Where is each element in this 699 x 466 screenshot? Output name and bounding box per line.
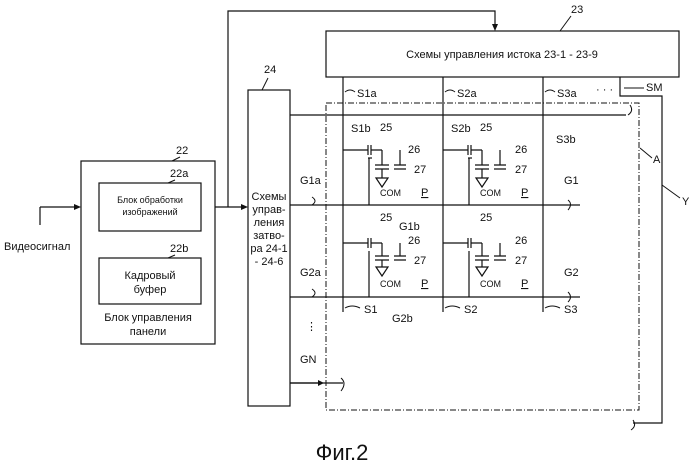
ref-27-a: 27 xyxy=(414,164,426,176)
panel-control-label-2: панели xyxy=(130,326,166,338)
panel-control-ref: 22 xyxy=(176,145,188,157)
com-label-a: COM xyxy=(380,188,401,198)
ref-27-d: 27 xyxy=(515,255,527,267)
gate-driver-line-5: ра 24-1 xyxy=(250,243,287,255)
source-driver-block: Схемы управления истока 23-1 - 23-9 23 xyxy=(326,4,679,77)
ref-27-c: 27 xyxy=(414,255,426,267)
label-s3b: S3b xyxy=(556,134,576,146)
ref-26-a: 26 xyxy=(408,144,420,156)
label-g2a: G2a xyxy=(300,267,322,279)
label-g2: G2 xyxy=(564,267,579,279)
pixel-label-a: P xyxy=(421,187,428,199)
label-s2b: S2b xyxy=(451,123,471,135)
label-s2a: S2a xyxy=(457,88,477,100)
source-driver-label: Схемы управления истока 23-1 - 23-9 xyxy=(406,49,598,61)
frame-buffer-line-2: буфер xyxy=(134,284,167,296)
label-g2b: G2b xyxy=(392,313,413,325)
com-label-b: COM xyxy=(480,188,501,198)
source-lines xyxy=(343,77,543,312)
gate-driver-line-1: Схемы xyxy=(252,191,287,203)
pixel-label-d: P xyxy=(521,278,528,290)
ref-26-c: 26 xyxy=(408,235,420,247)
sm-label: SM xyxy=(646,82,663,94)
image-processing-ref: 22a xyxy=(170,168,189,180)
source-driver-ref: 23 xyxy=(571,4,583,16)
ref-25-a: 25 xyxy=(380,122,392,134)
video-signal-label: Видеосигнал xyxy=(4,241,70,253)
figure-caption: Фиг.2 xyxy=(316,440,369,465)
frame-buffer-ref: 22b xyxy=(170,243,188,255)
gate-driver-line-2: управ- xyxy=(252,204,286,216)
ref-27-b: 27 xyxy=(515,164,527,176)
gate-driver-block: Схемы управ- ления затво- ра 24-1 - 24-6… xyxy=(248,64,290,406)
panel-control-label-1: Блок управления xyxy=(104,312,192,324)
image-processing-line-2: изображений xyxy=(122,207,177,217)
sm-loop xyxy=(620,77,662,423)
gate-driver-line-3: ления xyxy=(254,217,285,229)
label-s2: S2 xyxy=(464,304,477,316)
label-s3: S3 xyxy=(564,304,577,316)
label-gn: GN xyxy=(300,354,317,366)
loop-ref: Y xyxy=(682,196,690,208)
pixel-label-b: P xyxy=(521,187,528,199)
ref-25-c: 25 xyxy=(380,212,392,224)
dots-h: · · · xyxy=(596,84,613,96)
gate-driver-line-4: затво- xyxy=(253,230,285,242)
com-label-c: COM xyxy=(380,279,401,289)
image-processing-line-1: Блок обработки xyxy=(117,195,183,205)
com-label-d: COM xyxy=(480,279,501,289)
ref-26-d: 26 xyxy=(515,235,527,247)
panel-control-block: 22 Блок обработки изображений 22a Кадров… xyxy=(81,145,215,344)
label-s1a: S1a xyxy=(357,88,377,100)
label-s1b: S1b xyxy=(351,123,371,135)
pixel-label-c: P xyxy=(421,278,428,290)
label-g1b: G1b xyxy=(399,221,420,233)
label-s3a: S3a xyxy=(557,88,577,100)
ref-25-b: 25 xyxy=(480,122,492,134)
label-g1a: G1a xyxy=(300,175,322,187)
area-ref: A xyxy=(653,154,661,166)
gate-driver-line-6: - 24-6 xyxy=(255,256,284,268)
video-input: Видеосигнал xyxy=(4,204,81,253)
gate-lines xyxy=(290,115,626,391)
dots-v: ⋮ xyxy=(306,321,317,333)
gate-driver-ref: 24 xyxy=(264,64,276,76)
ref-26-b: 26 xyxy=(515,144,527,156)
label-s1: S1 xyxy=(364,304,377,316)
frame-buffer-line-1: Кадровый xyxy=(124,270,175,282)
label-g1: G1 xyxy=(564,175,579,187)
ref-25-d: 25 xyxy=(480,212,492,224)
